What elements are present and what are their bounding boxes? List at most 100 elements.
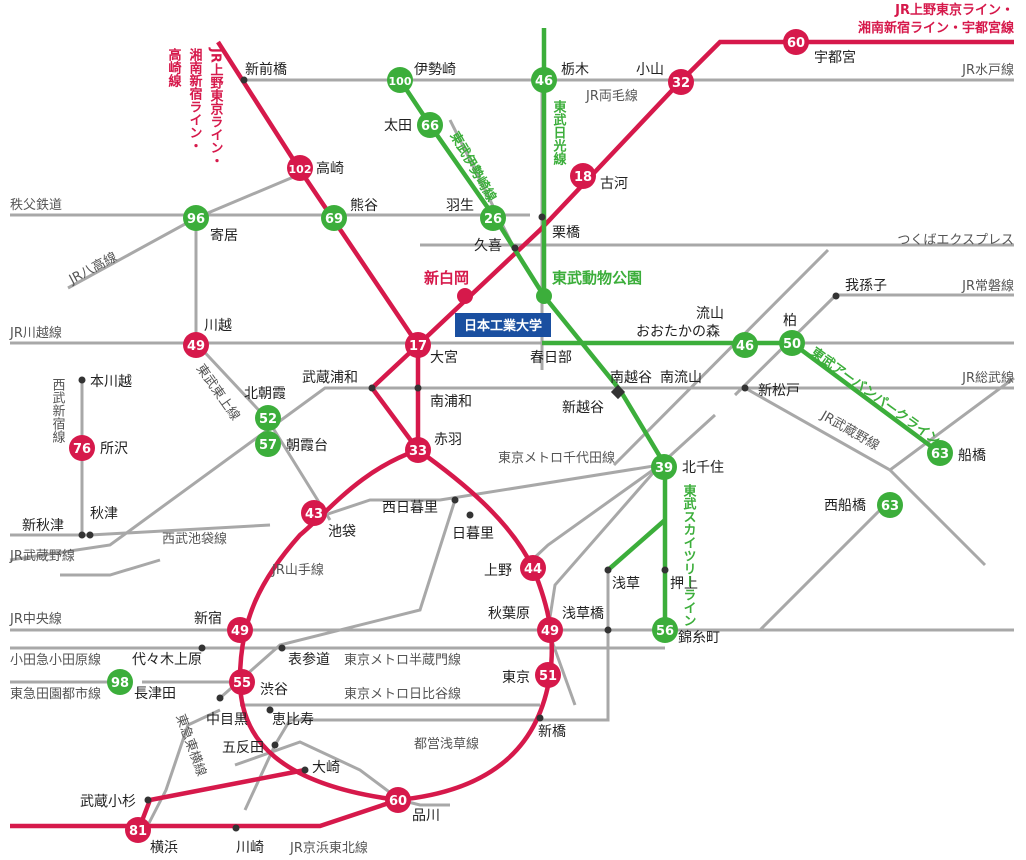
label-tokorozawa: 所沢 — [100, 441, 128, 457]
svg-text:96: 96 — [187, 212, 205, 227]
line-jr-keihin-tohoku: JR京浜東北線 — [289, 840, 368, 856]
label-yoyogiuehara: 代々木上原 — [132, 652, 202, 668]
tobu-dobutsu-koen-marker — [536, 288, 552, 304]
label-ikebukuro: 池袋 — [328, 524, 356, 540]
svg-text:63: 63 — [881, 499, 899, 514]
badge-98-nagatsuta: 98 — [107, 669, 133, 695]
label-nishifunabashi: 西船橋 — [824, 498, 866, 514]
line-tokyo-metro-hibiya: 東京メトロ日比谷線 — [344, 686, 461, 702]
line-tobu-nikko: 東武日光線 — [551, 99, 568, 166]
svg-text:44: 44 — [524, 562, 542, 577]
svg-text:49: 49 — [541, 624, 559, 639]
label-nippori: 日暮里 — [452, 526, 494, 542]
badge-66-ota: 66 — [417, 112, 443, 138]
label-osaki: 大崎 — [312, 760, 340, 776]
label-takasaki: 高崎 — [316, 160, 344, 177]
line-takasaki-1: JR上野東京ライン・ — [208, 47, 224, 167]
label-nagareyama: 流山 — [696, 306, 724, 322]
badge-44-ueno: 44 — [520, 555, 546, 581]
svg-text:60: 60 — [389, 794, 407, 809]
badge-49-akihabara: 49 — [537, 617, 563, 643]
label-akitsu: 秋津 — [90, 506, 118, 522]
svg-text:98: 98 — [111, 676, 129, 691]
svg-text:76: 76 — [73, 442, 91, 457]
label-tobu-dobutsu-koen: 東武動物公園 — [552, 269, 642, 287]
line-seibu-shinjuku: 西武新宿線 — [50, 378, 66, 443]
label-shinjuku: 新宿 — [194, 610, 222, 627]
label-kawagoe: 川越 — [204, 318, 232, 334]
line-tobu-skytree: 東武スカイツリーライン — [681, 483, 697, 627]
badge-33-akabane: 33 — [405, 437, 431, 463]
badge-96-yorii: 96 — [183, 205, 209, 231]
label-asakadai: 朝霞台 — [286, 438, 328, 454]
badge-49-kawagoe: 49 — [183, 332, 209, 358]
line-tokyu-denentoshi: 東急田園都市線 — [10, 686, 101, 702]
line-tokyo-metro-chiyoda: 東京メトロ千代田線 — [498, 450, 615, 466]
label-kasukabe: 春日部 — [530, 350, 572, 366]
svg-text:18: 18 — [574, 170, 592, 185]
label-nishinippori: 西日暮里 — [382, 500, 438, 516]
label-koga: 古河 — [600, 176, 628, 192]
svg-text:60: 60 — [787, 36, 805, 51]
label-ota: 太田 — [384, 118, 412, 134]
label-otakanomori: おおたかの森 — [636, 324, 720, 340]
badge-50-kashiwa: 50 — [779, 330, 805, 356]
line-jr-sobu: JR総武線 — [961, 370, 1014, 386]
svg-text:46: 46 — [736, 339, 754, 354]
badge-46-tochigi: 46 — [531, 67, 557, 93]
label-tokyo: 東京 — [502, 670, 530, 686]
label-utsunomiya: 宇都宮 — [814, 50, 856, 66]
station-labels: 新前橋 伊勢崎 栃木 小山 宇都宮 太田 高崎 古河 熊谷 羽生 寄居 久喜 栗… — [22, 50, 986, 856]
label-omotesando: 表参道 — [288, 651, 330, 668]
label-gotanda: 五反田 — [222, 740, 264, 756]
badge-55-shibuya: 55 — [229, 669, 255, 695]
svg-text:49: 49 — [187, 339, 205, 354]
label-ebisu: 恵比寿 — [272, 711, 314, 728]
label-oyama: 小山 — [636, 62, 664, 78]
svg-text:26: 26 — [484, 212, 502, 227]
line-jr-joban: JR常磐線 — [961, 278, 1014, 294]
line-tokyu-toyoko: 東急東横線 — [172, 712, 209, 779]
label-kawasaki: 川崎 — [236, 840, 264, 856]
label-minamiurawa: 南浦和 — [430, 394, 472, 410]
line-tobu-isesaki: 東武伊勢崎線 — [447, 129, 500, 205]
line-seibu-ikebukuro: 西武池袋線 — [162, 531, 227, 547]
line-toei-asakusa: 都営浅草線 — [414, 736, 479, 752]
label-funabashi: 船橋 — [958, 448, 986, 464]
svg-text:56: 56 — [656, 624, 674, 639]
line-chichibu: 秩父鉄道 — [10, 198, 62, 213]
label-hanyu: 羽生 — [446, 198, 474, 214]
label-shinmatsudo: 新松戸 — [758, 383, 800, 399]
label-ueno: 上野 — [484, 563, 512, 579]
svg-text:39: 39 — [655, 461, 673, 476]
svg-text:102: 102 — [289, 163, 312, 176]
line-jr-chuo: JR中央線 — [9, 611, 62, 627]
label-kinshicho: 錦糸町 — [678, 629, 720, 646]
label-minaminagareyama: 南流山 — [660, 370, 702, 386]
badge-100-isesaki: 100 — [387, 67, 413, 93]
label-shinkoshigaya: 新越谷 — [562, 400, 604, 416]
badge-56-kinshicho: 56 — [652, 617, 678, 643]
svg-text:50: 50 — [783, 337, 801, 352]
label-shinmaebashi: 新前橋 — [245, 61, 287, 78]
badges: 60 100 46 32 66 102 18 96 69 26 49 17 46… — [69, 29, 953, 843]
line-jr-mito: JR水戸線 — [961, 62, 1014, 78]
university-box — [455, 313, 551, 337]
badge-26-hanyu: 26 — [480, 205, 506, 231]
label-shibuya: 渋谷 — [260, 682, 288, 698]
label-akihabara: 秋葉原 — [488, 606, 530, 622]
label-musashikosugi: 武蔵小杉 — [80, 794, 136, 810]
svg-text:69: 69 — [325, 212, 343, 227]
badge-69-kumagaya: 69 — [321, 205, 347, 231]
badge-43-ikebukuro: 43 — [301, 500, 327, 526]
line-jr-ueno-tokyo-2: 湘南新宿ライン・宇都宮線 — [858, 20, 1015, 36]
svg-text:52: 52 — [259, 412, 277, 427]
svg-text:51: 51 — [539, 669, 557, 684]
line-tsukuba: つくばエクスプレス — [897, 233, 1014, 248]
badge-57-asakadai: 57 — [255, 431, 281, 457]
label-minamikoshigaya: 南越谷 — [610, 370, 652, 386]
label-shinagawa: 品川 — [412, 808, 440, 824]
line-takasaki-2: 湘南新宿ライン・ — [187, 47, 203, 152]
svg-text:49: 49 — [231, 624, 249, 639]
line-jr-ryomo: JR両毛線 — [585, 88, 638, 104]
